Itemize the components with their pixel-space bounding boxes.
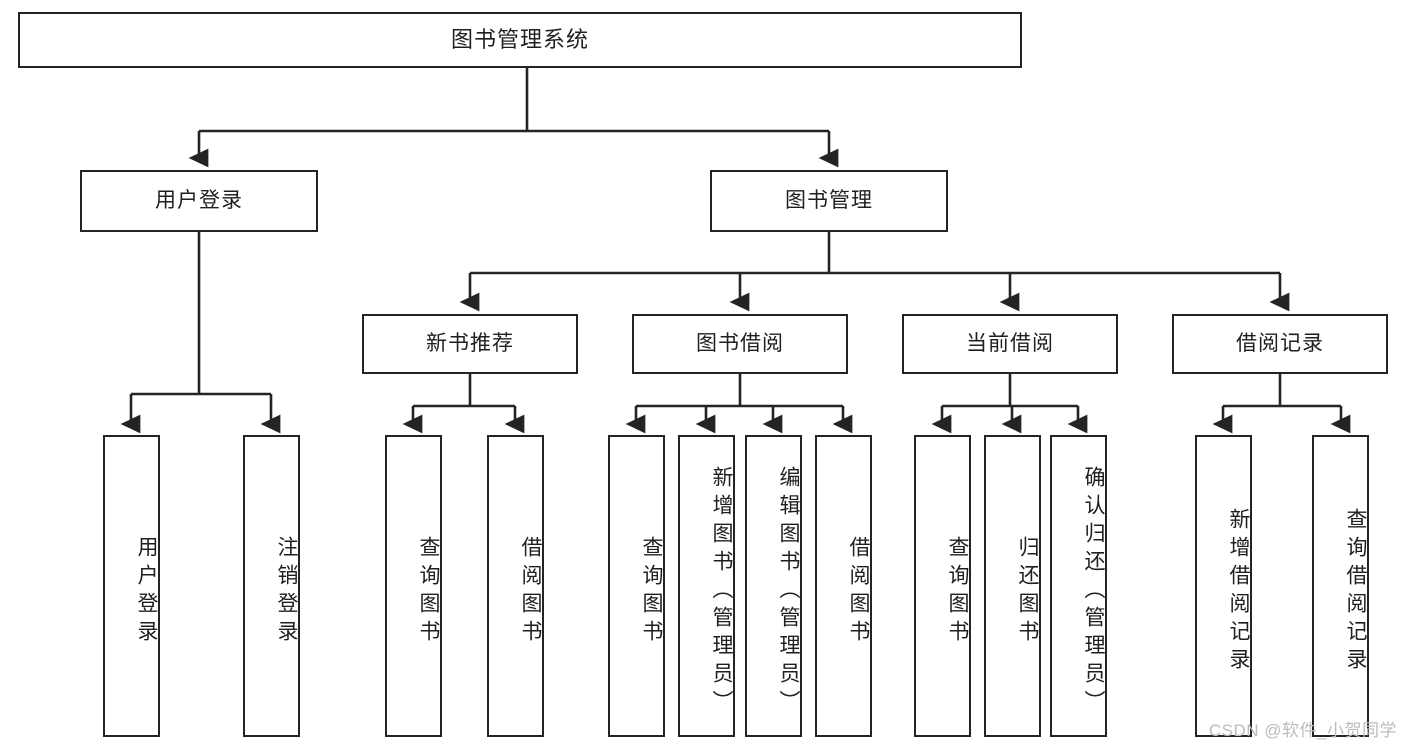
node-label: 查询图书 bbox=[417, 536, 440, 648]
leaf-confirm-return-admin[interactable]: 确认归还（管理员） bbox=[1050, 435, 1107, 737]
leaf-query-books-new[interactable]: 查询图书 bbox=[385, 435, 442, 737]
node-label: 确认归还（管理员） bbox=[1082, 466, 1105, 718]
node-label: 用户登录 bbox=[135, 536, 158, 648]
node-label: 查询图书 bbox=[946, 536, 969, 648]
leaf-add-borrow-record[interactable]: 新增借阅记录 bbox=[1195, 435, 1252, 737]
node-label: 图书管理 bbox=[785, 189, 873, 213]
node-label: 借阅记录 bbox=[1236, 332, 1324, 356]
leaf-user-login[interactable]: 用户登录 bbox=[103, 435, 160, 737]
node-label: 归还图书 bbox=[1016, 536, 1039, 648]
node-label: 借阅图书 bbox=[519, 536, 542, 648]
node-label: 查询图书 bbox=[640, 536, 663, 648]
leaf-logout[interactable]: 注销登录 bbox=[243, 435, 300, 737]
node-label: 查询借阅记录 bbox=[1344, 508, 1367, 676]
leaf-borrow-books-new[interactable]: 借阅图书 bbox=[487, 435, 544, 737]
leaf-query-books-borrow[interactable]: 查询图书 bbox=[608, 435, 665, 737]
node-current-borrow[interactable]: 当前借阅 bbox=[902, 314, 1118, 374]
node-borrow-records[interactable]: 借阅记录 bbox=[1172, 314, 1388, 374]
node-label: 新书推荐 bbox=[426, 332, 514, 356]
node-label: 用户登录 bbox=[155, 189, 243, 213]
leaf-return-book[interactable]: 归还图书 bbox=[984, 435, 1041, 737]
node-label: 注销登录 bbox=[275, 536, 298, 648]
leaf-borrow-book[interactable]: 借阅图书 bbox=[815, 435, 872, 737]
node-new-book-recommend[interactable]: 新书推荐 bbox=[362, 314, 578, 374]
node-label: 编辑图书（管理员） bbox=[777, 466, 800, 718]
node-label: 图书管理系统 bbox=[450, 26, 589, 52]
node-user-login[interactable]: 用户登录 bbox=[80, 170, 318, 232]
leaf-query-books-current[interactable]: 查询图书 bbox=[914, 435, 971, 737]
node-root-system[interactable]: 图书管理系统 bbox=[18, 12, 1022, 68]
node-label: 借阅图书 bbox=[847, 536, 870, 648]
node-label: 当前借阅 bbox=[966, 332, 1054, 356]
node-label: 新增图书（管理员） bbox=[710, 466, 733, 718]
leaf-query-borrow-record[interactable]: 查询借阅记录 bbox=[1312, 435, 1369, 737]
leaf-add-book-admin[interactable]: 新增图书（管理员） bbox=[678, 435, 735, 737]
watermark: CSDN @软件_小贺同学 bbox=[1208, 721, 1397, 740]
node-label: 新增借阅记录 bbox=[1227, 508, 1250, 676]
node-book-borrow[interactable]: 图书借阅 bbox=[632, 314, 848, 374]
leaf-edit-book-admin[interactable]: 编辑图书（管理员） bbox=[745, 435, 802, 737]
node-book-management[interactable]: 图书管理 bbox=[710, 170, 948, 232]
node-label: 图书借阅 bbox=[696, 332, 784, 356]
